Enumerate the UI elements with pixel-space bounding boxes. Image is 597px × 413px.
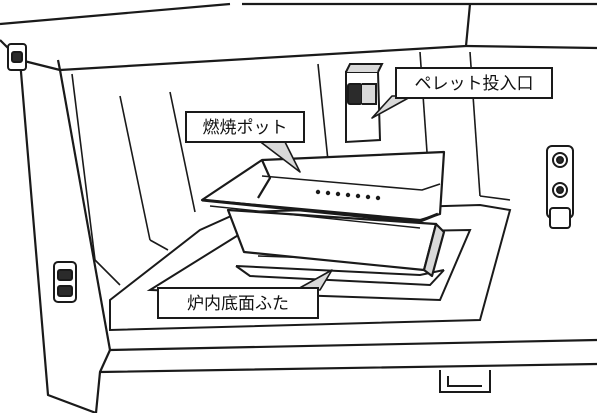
callout-burn-pot: 燃焼ポット	[185, 111, 305, 143]
pot-air-holes	[315, 189, 381, 201]
callout-burn-pot-label: 燃焼ポット	[203, 118, 288, 138]
right-latch	[546, 145, 574, 229]
callout-pointers	[257, 95, 413, 291]
bottom-handle	[439, 370, 491, 393]
burn-pot	[200, 150, 446, 278]
left-hinge	[7, 43, 77, 303]
callout-floor-lid-label: 炉内底面ふた	[187, 294, 289, 314]
callout-pellet-inlet: ペレット投入口	[395, 67, 553, 99]
pellet-inlet-chute	[345, 63, 384, 144]
callout-pellet-inlet-label: ペレット投入口	[415, 74, 534, 94]
callout-floor-lid: 炉内底面ふた	[157, 287, 319, 319]
